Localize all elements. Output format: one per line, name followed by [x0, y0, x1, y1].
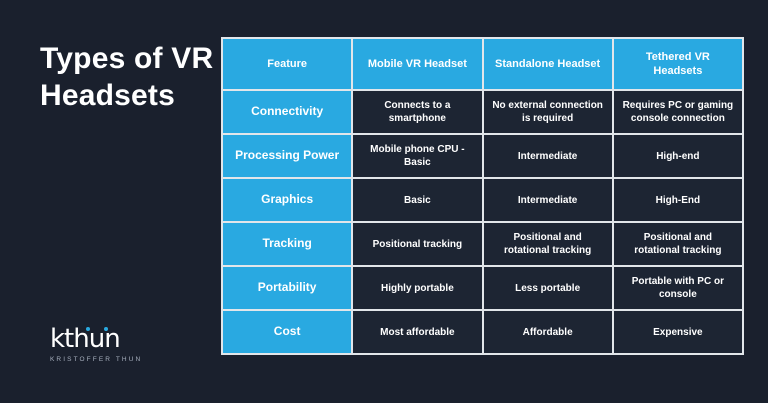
table-cell: Portable with PC or console [613, 267, 742, 309]
table-cell: Less portable [483, 267, 612, 309]
table-cell: Positional and rotational tracking [613, 223, 742, 265]
table-cell: Positional tracking [353, 223, 482, 265]
row-label-tracking: Tracking [223, 223, 352, 265]
table-cell: Mobile phone CPU - Basic [353, 135, 482, 177]
brand-logo-wordmark: kthun [50, 324, 121, 354]
logo-dot-icon [104, 327, 108, 331]
table-cell: Basic [353, 179, 482, 221]
page-title-line1: Types of VR [40, 42, 214, 75]
table-cell: Intermediate [483, 179, 612, 221]
column-header-feature: Feature [223, 39, 352, 89]
table-cell: Highly portable [353, 267, 482, 309]
row-label-connectivity: Connectivity [223, 91, 352, 133]
table-cell: No external connection is required [483, 91, 612, 133]
table-cell: Affordable [483, 311, 612, 353]
table-cell: High-End [613, 179, 742, 221]
table-cell: Positional and rotational tracking [483, 223, 612, 265]
row-label-cost: Cost [223, 311, 352, 353]
table-cell: High-end [613, 135, 742, 177]
logo-dot-icon [86, 327, 90, 331]
brand-logo-text: kthun [50, 324, 121, 354]
table-cell: Expensive [613, 311, 742, 353]
brand-logo: kthun KRISTOFFER THUN [50, 324, 170, 363]
column-header-tethered: Tethered VR Headsets [613, 39, 742, 89]
column-header-standalone: Standalone Headset [483, 39, 612, 89]
comparison-table: Feature Mobile VR Headset Standalone Hea… [221, 37, 744, 355]
page-title-line2: Headsets [40, 79, 176, 112]
column-header-mobile: Mobile VR Headset [353, 39, 482, 89]
row-label-graphics: Graphics [223, 179, 352, 221]
table-cell: Requires PC or gaming console connection [613, 91, 742, 133]
page-title: Types of VR Headsets [40, 40, 230, 114]
row-label-portability: Portability [223, 267, 352, 309]
table-cell: Connects to a smartphone [353, 91, 482, 133]
brand-logo-subtext: KRISTOFFER THUN [50, 356, 143, 363]
row-label-processing-power: Processing Power [223, 135, 352, 177]
table-cell: Intermediate [483, 135, 612, 177]
table-cell: Most affordable [353, 311, 482, 353]
